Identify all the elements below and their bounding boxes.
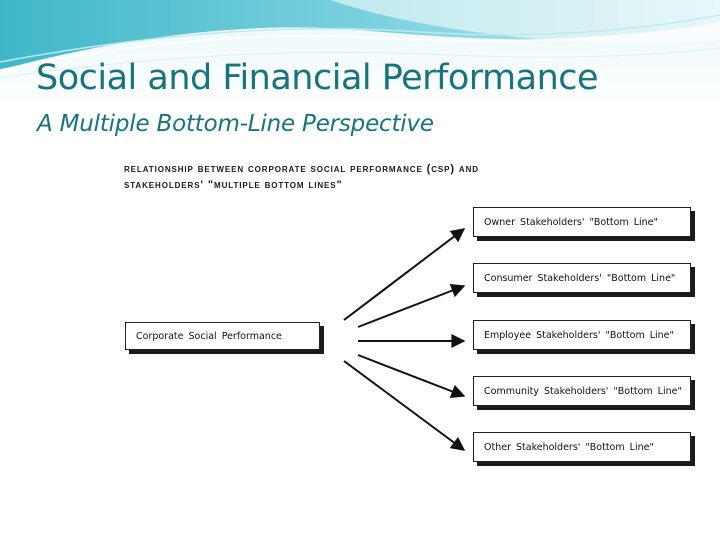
target-box-community: Community Stakeholders' "Bottom Line" [473, 376, 691, 406]
arrow-to-owner [343, 228, 466, 321]
source-box-corporate-social-performance: Corporate Social Performance [125, 322, 320, 350]
arrow-to-other [343, 360, 466, 451]
target-box-consumer: Consumer Stakeholders' "Bottom Line" [473, 263, 691, 293]
target-box-other: Other Stakeholders' "Bottom Line" [473, 432, 691, 462]
diagram-heading-line-1: Relationship Between Corporate Social Pe… [124, 163, 479, 175]
arrow-to-community [357, 354, 466, 398]
arrow-to-consumer [357, 284, 466, 328]
target-box-employee: Employee Stakeholders' "Bottom Line" [473, 320, 691, 350]
target-box-owner: Owner Stakeholders' "Bottom Line" [473, 207, 691, 237]
diagram-heading-line-2: Stakeholders' "Multiple Bottom Lines" [124, 179, 343, 191]
slide-subtitle: A Multiple Bottom-Line Perspective [37, 111, 434, 137]
slide-title: Social and Financial Performance [36, 58, 599, 98]
header-swoosh-decoration [0, 0, 720, 110]
